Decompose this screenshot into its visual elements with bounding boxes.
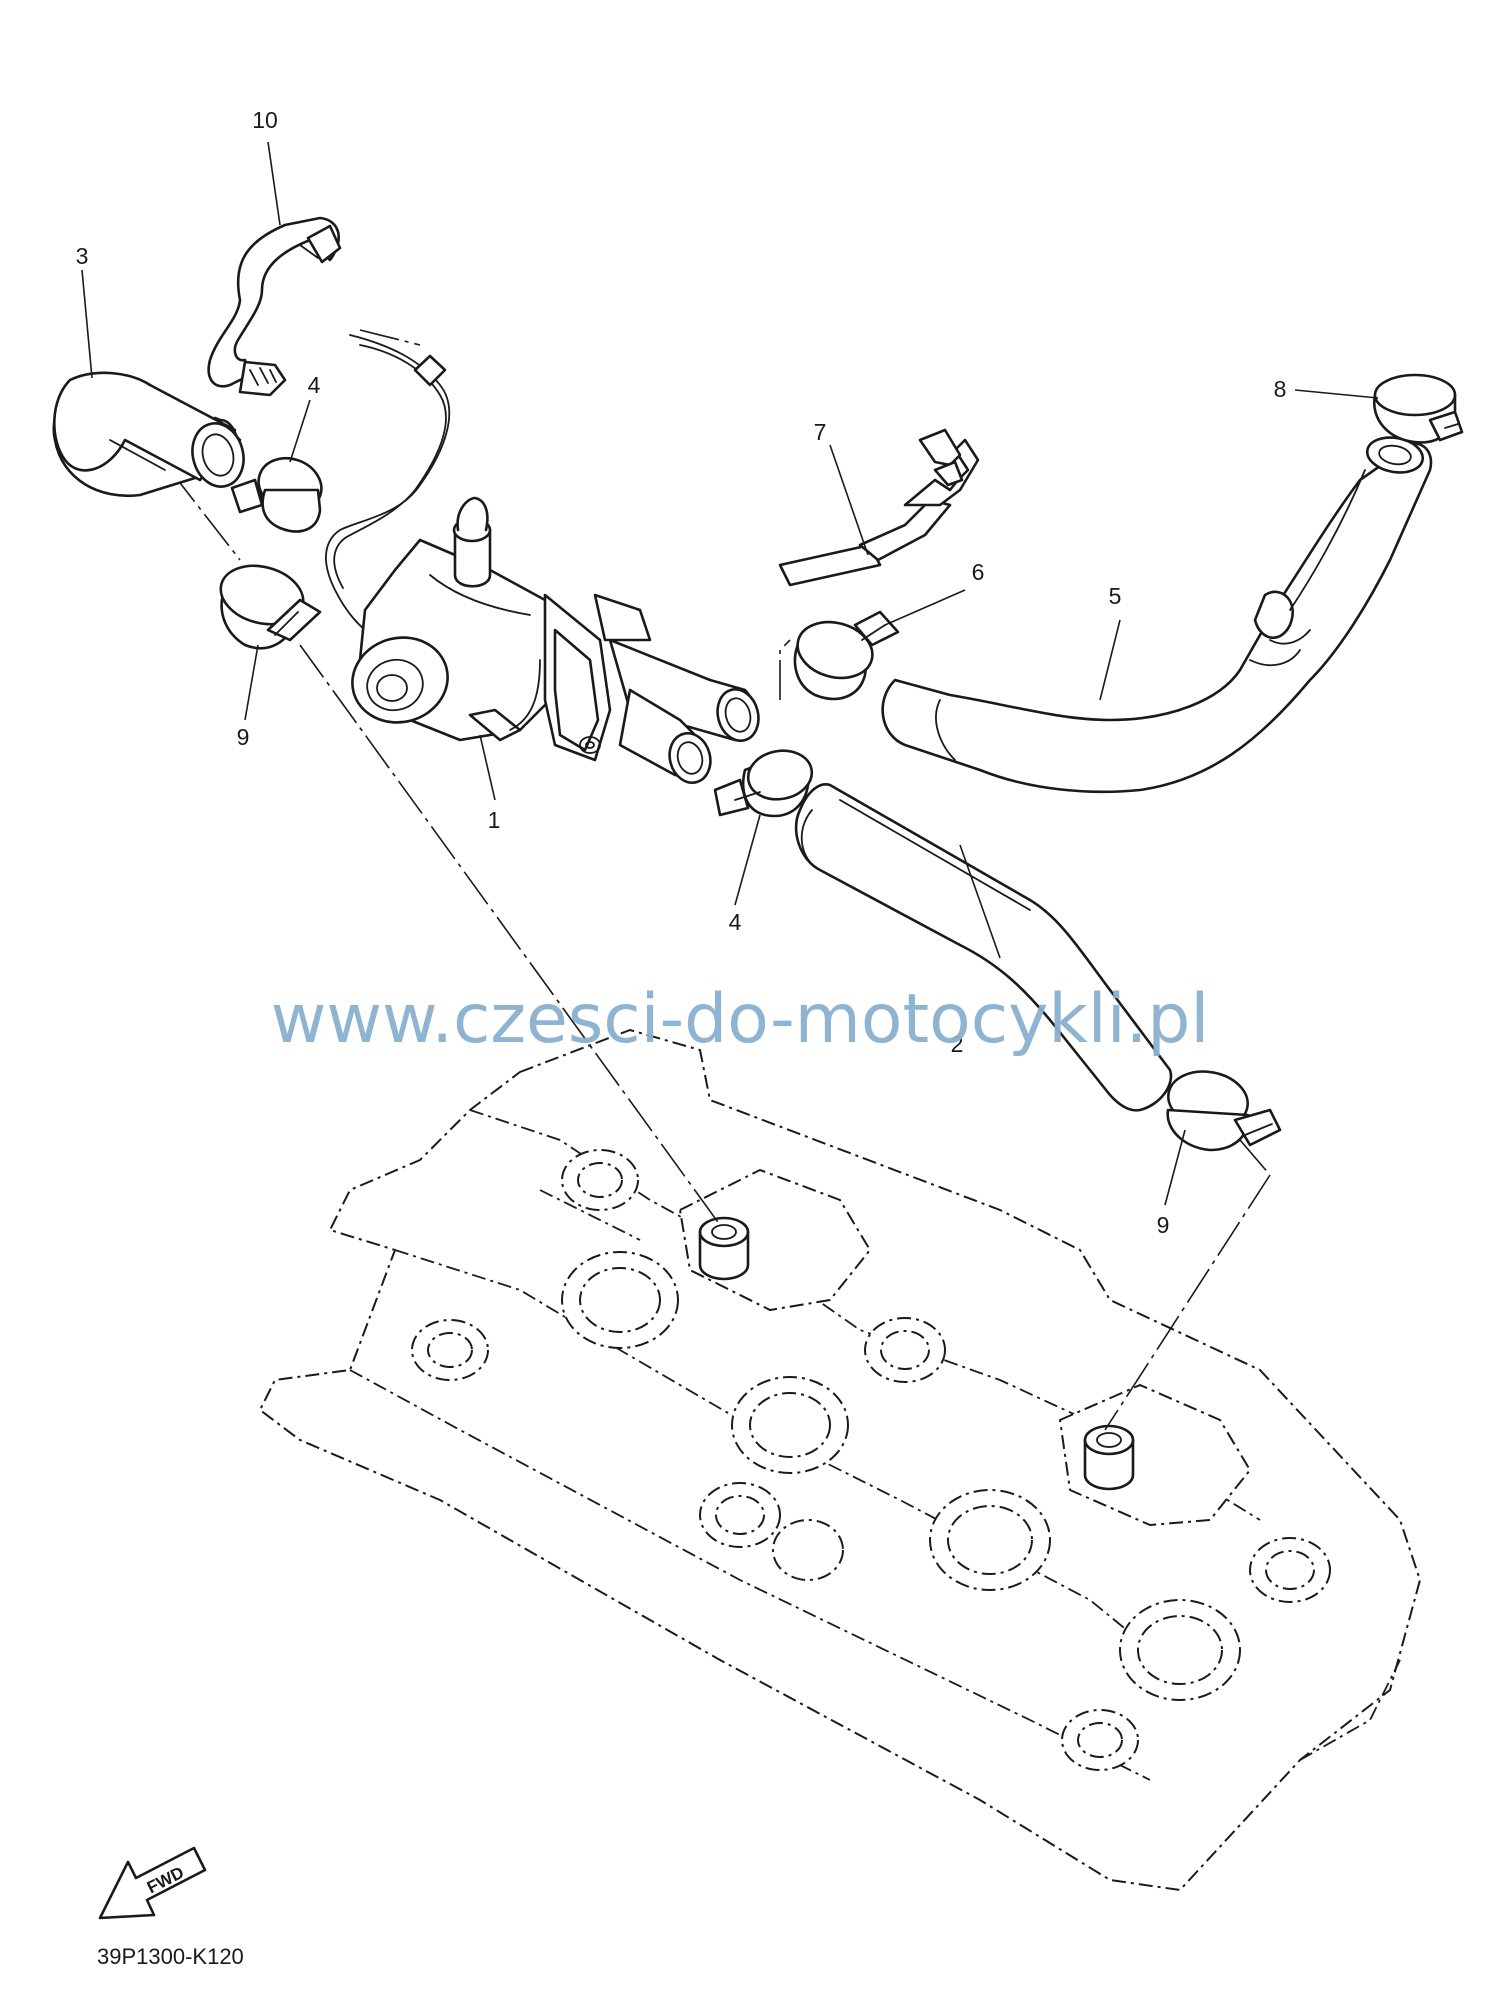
callout-4-upper: 4 (308, 372, 321, 398)
callout-8: 8 (1274, 376, 1287, 402)
part-6-clip (793, 610, 900, 701)
callout-9-right: 9 (1157, 1212, 1170, 1238)
assembly-lines (169, 329, 1271, 1431)
vacuum-line (325, 334, 451, 641)
part-10-clamp (207, 216, 342, 397)
callout-5: 5 (1109, 583, 1122, 609)
cylinder-head-cover (259, 1029, 1421, 1891)
diagram-code: 39P1300-K120 (97, 1944, 244, 1969)
part-4-clip-upper (230, 456, 323, 533)
part-2-hose (794, 783, 1173, 1112)
part-1-air-cutoff-valve (351, 496, 760, 784)
part-3-hose (52, 371, 245, 498)
callout-2: 2 (951, 1031, 964, 1057)
part-9-clip-right (1166, 1070, 1282, 1152)
air-injection-ports (698, 1216, 1135, 1491)
leader-lines (81, 141, 1379, 1206)
part-9-clip-left (219, 564, 322, 650)
part-7-bracket (778, 428, 980, 587)
fwd-arrow-icon: FWD (98, 1846, 207, 1920)
callout-3: 3 (76, 243, 89, 269)
callout-9-left: 9 (237, 724, 250, 750)
callout-numbers: 1 2 3 4 4 5 6 7 8 9 9 10 (76, 107, 1287, 1238)
callout-4-lower: 4 (729, 909, 742, 935)
part-8-clip (1372, 373, 1464, 444)
callout-10: 10 (252, 107, 278, 133)
callout-7: 7 (814, 419, 827, 445)
callout-1: 1 (488, 807, 501, 833)
part-4-clip-lower (713, 749, 814, 818)
part-5-hose (881, 436, 1433, 794)
callout-6: 6 (972, 559, 985, 585)
watermark-text: www.czesci-do-motocykli.pl (271, 980, 1210, 1059)
